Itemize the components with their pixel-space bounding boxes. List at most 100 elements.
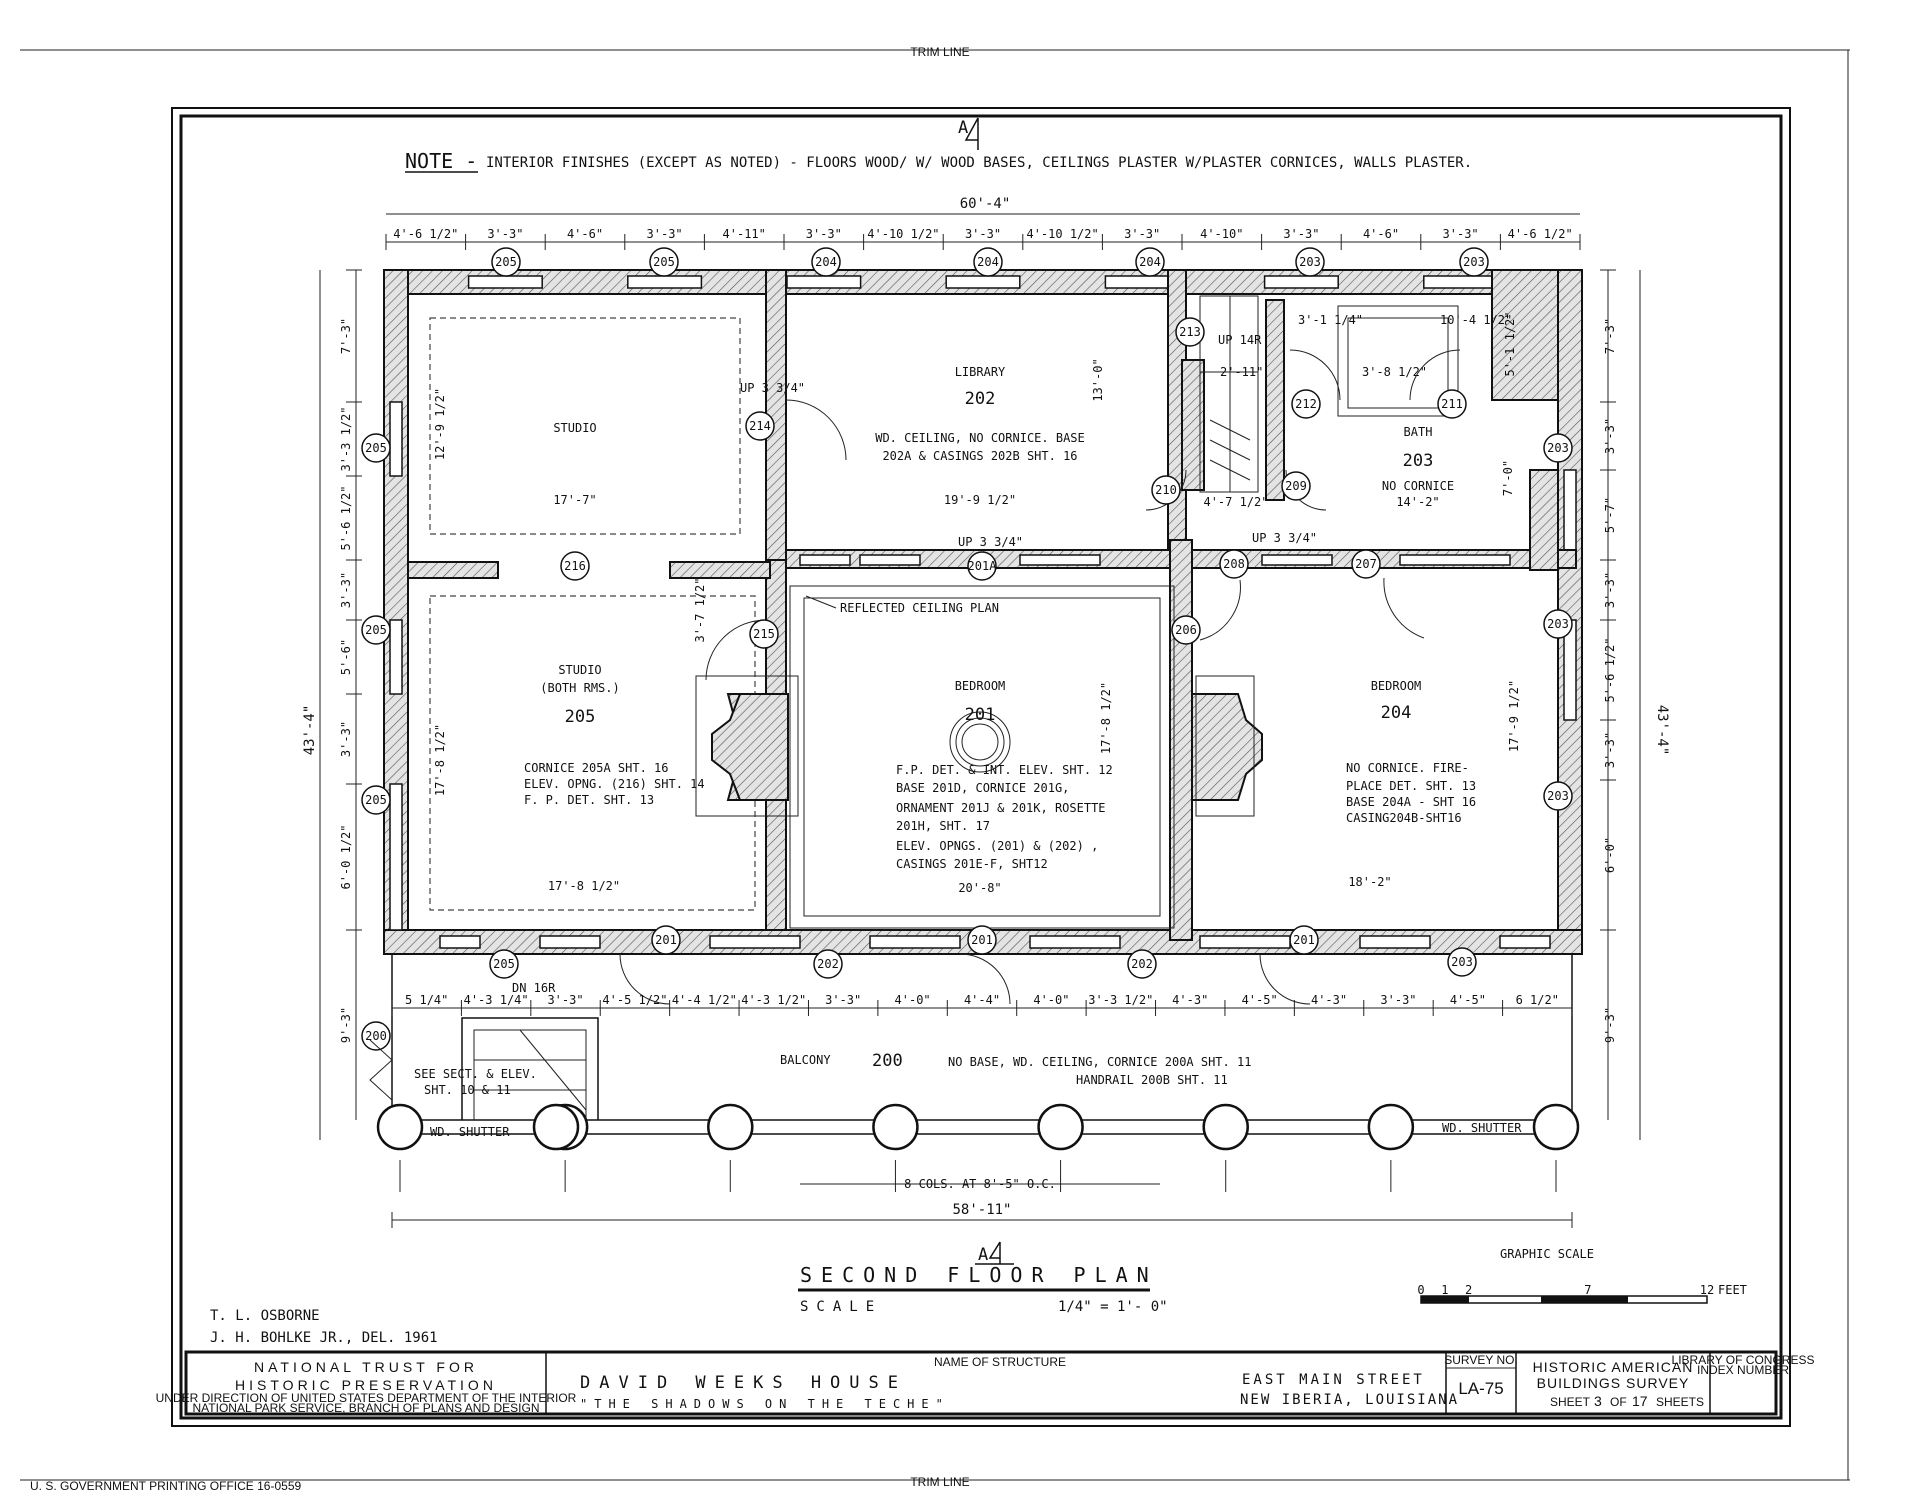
top-window-tag-2-label: 204 — [815, 255, 837, 269]
sheet-of: OF — [1610, 1395, 1627, 1409]
top-window-tag-4-label: 204 — [1139, 255, 1161, 269]
studio-upper-up: UP 3 3/4" — [740, 381, 805, 395]
bottom-overall-dim: 58'-11" — [952, 1202, 1011, 1218]
balcony-number: 200 — [872, 1051, 903, 1071]
stair-up-label: UP 14R — [1218, 333, 1262, 347]
top-dim-8: 4'-10 1/2" — [1026, 227, 1098, 241]
room-balcony: BALCONY 200 NO BASE, WD. CEILING, CORNIC… — [414, 981, 1522, 1139]
front-window-4 — [1029, 935, 1121, 949]
credit-2: J. H. BOHLKE JR., DEL. 1961 — [210, 1330, 438, 1346]
left-window-0 — [389, 401, 403, 477]
svg-text:A: A — [978, 1245, 988, 1265]
door-tag-211-label: 211 — [1441, 397, 1463, 411]
studio-upper-name: STUDIO — [553, 421, 596, 435]
top-window-tag-5-label: 203 — [1299, 255, 1321, 269]
bottom-dim-2: 3'-3" — [547, 993, 583, 1007]
left-dim-6: 6'-0 1/2" — [339, 824, 353, 889]
left-dimension-string: 7'-3"3'-3 1/2"5'-6 1/2"3'-3"5'-6"3'-3"6'… — [339, 269, 362, 1120]
door-tag-214-label: 214 — [749, 419, 771, 433]
left-window-tag-1: 205 — [361, 615, 391, 645]
room-studio: STUDIO (BOTH RMS.) 205 CORNICE 205A SHT.… — [433, 577, 707, 893]
front-window-6 — [1359, 935, 1431, 949]
right-window-tag-0-label: 203 — [1547, 441, 1569, 455]
studio-sub: (BOTH RMS.) — [540, 681, 619, 695]
bedroom-201-note-3: ORNAMENT 201J & 201K, ROSETTE — [896, 801, 1106, 815]
door-tag-208-label: 208 — [1223, 557, 1245, 571]
left-dim-0: 7'-3" — [339, 318, 353, 354]
column-stair-newel — [532, 1103, 580, 1151]
bottom-dim-3: 4'-5 1/2" — [602, 993, 667, 1007]
credit-1: T. L. OSBORNE — [210, 1308, 320, 1324]
sheet-number: 3 — [1594, 1393, 1602, 1409]
right-window-tag-0: 203 — [1543, 433, 1573, 463]
top-dim-7: 3'-3" — [965, 227, 1001, 241]
right-dimension-string: 7'-3"3'-3"5'-7"3'-3"5'-6 1/2"3'-3"6'-0"9… — [1600, 269, 1617, 1120]
top-dim-9: 3'-3" — [1124, 227, 1160, 241]
agency-line-1: NATIONAL TRUST FOR — [254, 1359, 478, 1375]
bath-name: BATH — [1404, 425, 1433, 439]
top-window-tag-5: 203 — [1295, 247, 1325, 277]
front-window-1 — [539, 935, 601, 949]
bottom-dim-1: 4'-3 1/4" — [464, 993, 529, 1007]
left-window-tag-3-label: 200 — [365, 1029, 387, 1043]
balcony-down: DN 16R — [512, 981, 556, 995]
front-window-7 — [1499, 935, 1551, 949]
sheet-prefix: SHEET — [1550, 1395, 1591, 1409]
bottom-dim-4: 4'-4 1/2" — [672, 993, 737, 1007]
studio-upper-depth: 12'-9 1/2" — [433, 388, 447, 460]
library-name: LIBRARY — [955, 365, 1006, 379]
door-tag-201a: 201A — [967, 551, 997, 581]
right-window-tag-1-label: 203 — [1547, 617, 1569, 631]
bottom-dim-12: 4'-5" — [1242, 993, 1278, 1007]
scale-label: SCALE — [800, 1299, 882, 1315]
trim-line-top: TRIM LINE — [910, 45, 969, 59]
bedroom-201-note-1: F.P. DET. & INT. ELEV. SHT. 12 — [896, 763, 1113, 777]
outer-border — [171, 107, 1791, 1427]
front-tag-0-label: 205 — [493, 957, 515, 971]
front-tag-1: 201 — [651, 925, 681, 955]
studio-name: STUDIO — [558, 663, 601, 677]
bedroom-204-note-3: BASE 204A - SHT 16 — [1346, 795, 1476, 809]
bottom-dim-16: 6 1/2" — [1516, 993, 1559, 1007]
stair-hall-width: 4'-7 1/2" — [1203, 495, 1268, 509]
section-marker-bottom: A — [975, 1241, 1014, 1265]
bath-note: NO CORNICE — [1382, 479, 1454, 493]
section-marker-top: A — [958, 117, 979, 150]
bath-depth: 7'-0" — [1501, 460, 1515, 496]
bottom-dim-14: 3'-3" — [1380, 993, 1416, 1007]
top-window-tag-3: 204 — [973, 247, 1003, 277]
city-state: NEW IBERIA, LOUISIANA — [1240, 1392, 1459, 1408]
door-tag-215: 215 — [749, 619, 779, 649]
bottom-dimension-string: 5 1/4"4'-3 1/4"3'-3"4'-5 1/2"4'-4 1/2"4'… — [391, 993, 1573, 1016]
shutter-left-label: WD. SHUTTER — [430, 1125, 510, 1139]
sheet-total: 17 — [1632, 1393, 1648, 1409]
top-dim-6: 4'-10 1/2" — [867, 227, 939, 241]
credits: T. L. OSBORNE J. H. BOHLKE JR., DEL. 196… — [210, 1308, 438, 1346]
scale-tick-2: 2 — [1465, 1283, 1472, 1297]
loc-line-1: LIBRARY OF CONGRESS — [1672, 1353, 1815, 1367]
bottom-dim-11: 4'-3" — [1172, 993, 1208, 1007]
studio-small-dim: 3'-7 1/2" — [693, 577, 707, 642]
top-dim-1: 3'-3" — [487, 227, 523, 241]
door-tag-207: 207 — [1351, 549, 1381, 579]
door-tag-211: 211 — [1437, 389, 1467, 419]
right-window-tag-2-label: 203 — [1547, 789, 1569, 803]
front-tag-2-label: 202 — [817, 957, 839, 971]
survey-no-label: SURVEY NO. — [1444, 1353, 1518, 1367]
front-tag-3: 201 — [967, 925, 997, 955]
ceiling-rosette — [949, 711, 1011, 773]
top-dimension-string: 4'-6 1/2"3'-3"4'-6"3'-3"4'-11"3'-3"4'-10… — [385, 227, 1581, 250]
bedroom-204-number: 204 — [1381, 703, 1412, 723]
top-dim-5: 3'-3" — [806, 227, 842, 241]
left-window-1 — [389, 619, 403, 695]
top-dim-13: 3'-3" — [1443, 227, 1479, 241]
fireplaces — [695, 675, 1263, 817]
left-window-tag-1-label: 205 — [365, 623, 387, 637]
studio-number: 205 — [565, 707, 596, 727]
door-tag-213-label: 213 — [1179, 325, 1201, 339]
top-window-tag-0-label: 205 — [495, 255, 517, 269]
front-window-5 — [1199, 935, 1291, 949]
